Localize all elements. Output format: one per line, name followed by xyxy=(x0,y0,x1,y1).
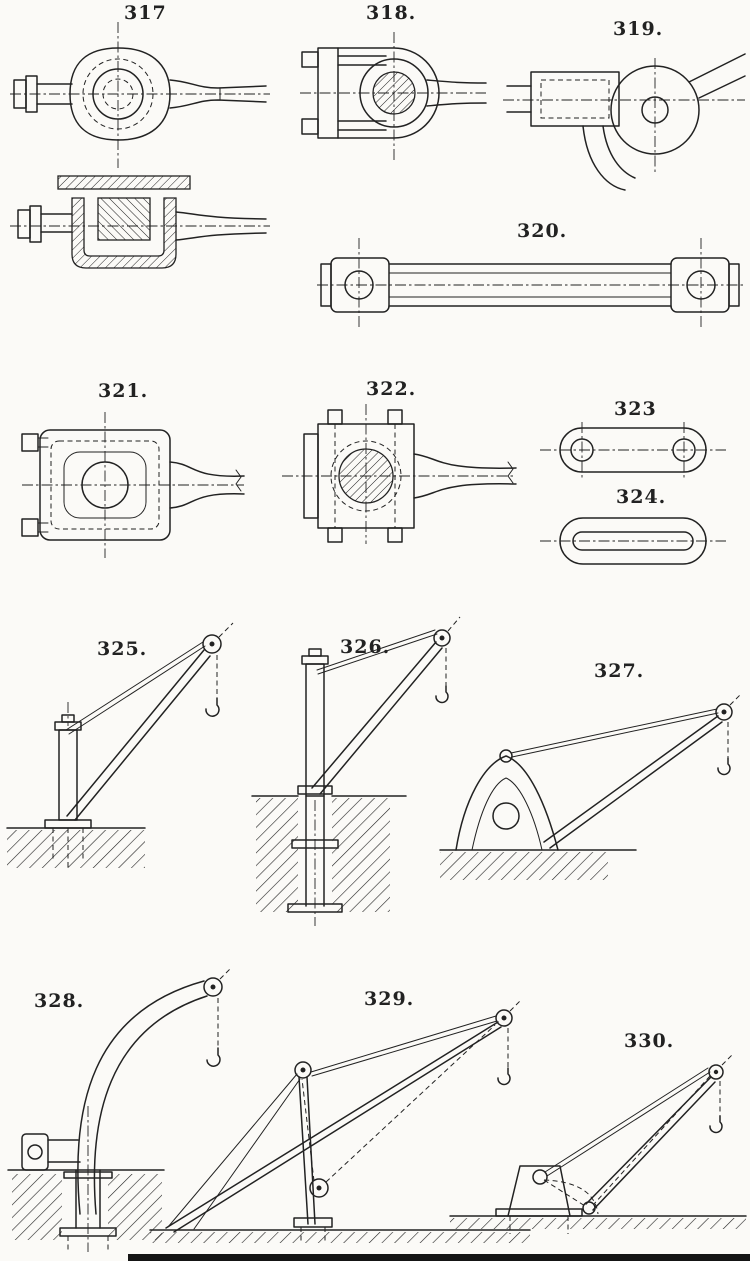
figure-328-drawing xyxy=(7,966,233,1252)
figure-324: 324. xyxy=(538,486,728,578)
fig324-slotted-link xyxy=(540,517,726,565)
figure-322-drawing xyxy=(282,404,517,544)
scan-edge-bar xyxy=(128,1254,750,1261)
figure-330-label: 330. xyxy=(624,1030,675,1052)
figure-321-drawing xyxy=(21,412,245,558)
figure-324-drawing xyxy=(540,517,726,565)
figure-321-label: 321. xyxy=(98,380,149,402)
fig320-link-bar xyxy=(317,238,743,328)
hook-icon xyxy=(205,697,220,717)
figure-317-label: 317 xyxy=(124,2,167,24)
figure-325: 325. xyxy=(5,612,263,912)
figure-320: 320. xyxy=(315,220,745,332)
figure-322-label: 322. xyxy=(366,378,417,400)
figure-318-drawing xyxy=(300,32,487,162)
figure-318: 318. xyxy=(298,2,488,177)
figure-320-drawing xyxy=(317,238,743,328)
figure-319: 319. xyxy=(503,12,748,202)
fig326-pillar-crane-sunk xyxy=(251,616,461,926)
figure-329-label: 329. xyxy=(364,988,415,1010)
figure-326: 326. xyxy=(246,608,464,933)
hook-icon xyxy=(717,757,731,776)
figure-325-label: 325. xyxy=(97,638,148,660)
figure-317-drawing xyxy=(10,22,270,269)
fig323-eye-link xyxy=(540,422,726,478)
figure-324-label: 324. xyxy=(616,486,667,508)
hook-icon xyxy=(435,685,449,704)
figure-323: 323 xyxy=(538,398,728,486)
figure-329: 329. xyxy=(148,980,533,1258)
fig321-box-end xyxy=(21,412,245,558)
figure-327-drawing xyxy=(439,692,743,880)
figure-321: 321. xyxy=(18,378,248,578)
figure-330-drawing xyxy=(449,1052,747,1234)
hook-icon xyxy=(497,1067,511,1086)
hook-icon xyxy=(709,1115,723,1134)
figure-318-label: 318. xyxy=(366,2,417,24)
figure-326-label: 326. xyxy=(340,636,391,658)
figure-328-label: 328. xyxy=(34,990,85,1012)
fig319-open-rod-end xyxy=(503,53,746,191)
fig329-derrick-crane xyxy=(149,998,531,1243)
figure-330: 330. xyxy=(448,1020,750,1257)
figure-317: 317 xyxy=(6,2,274,294)
hook-icon xyxy=(206,1047,221,1067)
figure-326-drawing xyxy=(251,616,461,926)
figure-323-label: 323 xyxy=(614,398,657,420)
figure-323-drawing xyxy=(540,422,726,478)
figure-328: 328. xyxy=(6,956,258,1258)
figure-327-label: 327. xyxy=(594,660,645,682)
figure-325-drawing xyxy=(6,622,234,870)
figure-327: 327. xyxy=(436,652,750,887)
fig322-strap-end xyxy=(282,404,517,544)
fig317-top-view xyxy=(10,22,270,168)
fig318-clevis xyxy=(300,32,487,162)
figure-319-drawing xyxy=(503,53,746,191)
fig327-bracket-crane xyxy=(439,692,743,880)
figure-320-label: 320. xyxy=(517,220,568,242)
fig328-swan-neck-crane xyxy=(7,966,233,1252)
fig325-pillar-crane xyxy=(6,622,234,870)
figure-329-drawing xyxy=(149,998,531,1243)
fig317-section-view xyxy=(10,175,270,269)
figure-322: 322. xyxy=(276,376,521,566)
figure-319-label: 319. xyxy=(613,18,664,40)
fig330-derrick-pedestal xyxy=(449,1052,747,1234)
